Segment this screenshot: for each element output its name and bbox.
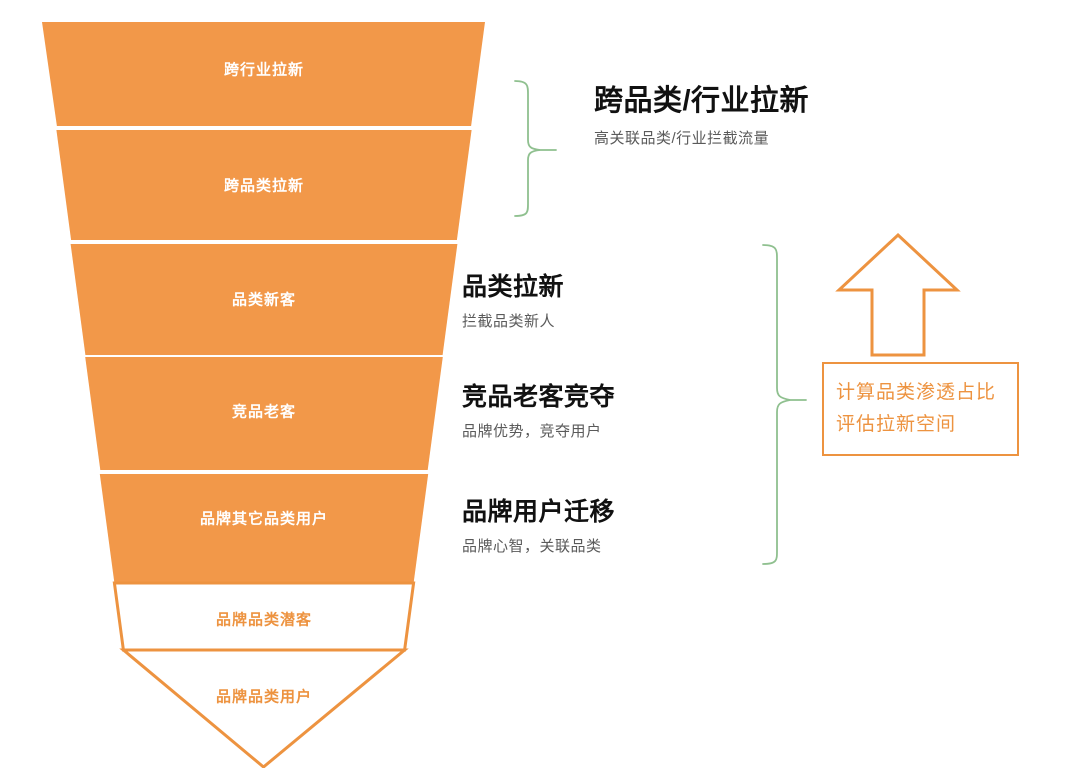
callout-subtitle-4: 品牌心智，关联品类: [462, 538, 602, 555]
callout-brand-user-migration: 品牌用户迁移 品牌心智，关联品类: [462, 497, 615, 558]
up-arrow-icon: [835, 232, 961, 357]
callout-category-acquisition: 品类拉新 拦截品类新人: [462, 272, 564, 333]
callout-subtitle-2: 拦截品类新人: [462, 313, 556, 330]
funnel-stage-label-6: 品牌品类潜客: [215, 611, 313, 629]
callout-competitor-conquest: 竞品老客竞夺 品牌优势，竞夺用户: [462, 382, 615, 443]
callout-title-3: 竞品老客竞夺: [462, 383, 616, 411]
callout-title-1: 跨品类/行业拉新: [594, 85, 810, 117]
callout-subtitle-1: 高关联品类/行业拦截流量: [594, 130, 770, 147]
funnel-stage-label-1: 跨行业拉新: [223, 61, 305, 79]
funnel-stage-label-2: 跨品类拉新: [223, 177, 305, 195]
funnel-band-7: [119, 648, 409, 768]
funnel-stage-label-7: 品牌品类用户: [215, 688, 313, 706]
brace-top: [514, 80, 541, 217]
funnel-band-5: [99, 474, 429, 583]
note-box-line-1: 计算品类渗透占比: [836, 382, 997, 403]
funnel-stage-label-5: 品牌其它品类用户: [199, 510, 329, 528]
funnel-stage-label-4: 竞品老客: [231, 403, 297, 421]
brace-bottom: [762, 244, 791, 565]
funnel-stage-label-3: 品类新客: [231, 291, 297, 309]
callout-subtitle-3: 品牌优势，竞夺用户: [462, 423, 602, 440]
callout-cross-category: 跨品类/行业拉新 高关联品类/行业拦截流量: [594, 84, 809, 150]
callout-title-4: 品牌用户迁移: [462, 498, 616, 526]
callout-title-2: 品类拉新: [462, 273, 565, 301]
note-box-line-2: 评估拉新空间: [836, 414, 957, 435]
note-box: 计算品类渗透占比 评估拉新空间: [822, 362, 1019, 456]
